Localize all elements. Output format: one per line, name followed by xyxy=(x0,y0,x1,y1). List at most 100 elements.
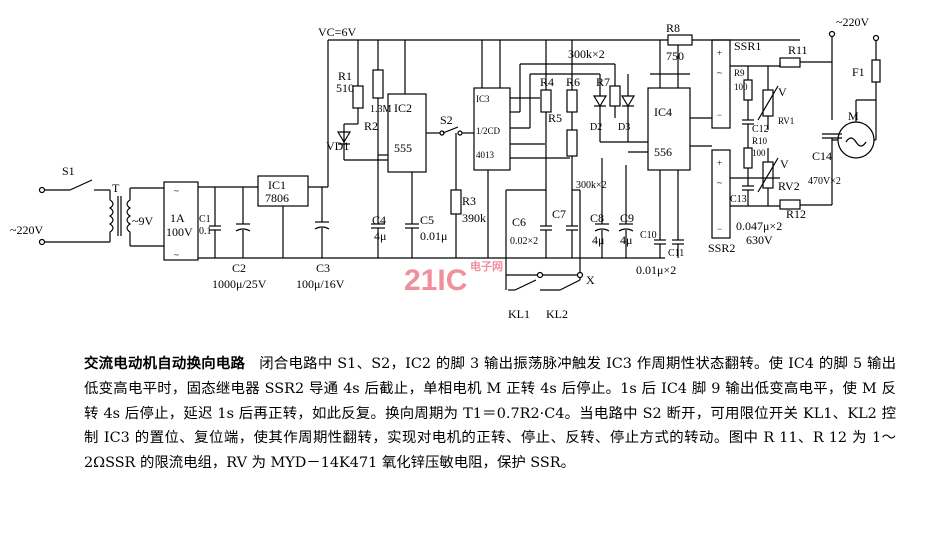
label-c7: C7 xyxy=(552,207,566,221)
label-r3-val: 390k xyxy=(462,211,486,225)
label-c5-val: 0.01μ xyxy=(420,229,447,243)
label-ic4-val: 556 xyxy=(654,145,672,159)
label-c12-13-v: 630V xyxy=(746,233,773,247)
label-rv2: RV2 xyxy=(778,179,800,193)
label-r8-val: 750 xyxy=(666,49,684,63)
c2-capacitor xyxy=(235,187,251,258)
d2-diode xyxy=(592,95,608,108)
label-kl2: KL2 xyxy=(546,307,568,321)
label-c2-val: 1000μ/25V xyxy=(212,277,267,291)
label-v1: V xyxy=(778,85,787,99)
label-supply: ~220V xyxy=(10,223,43,237)
label-c12-13: 0.047μ×2 xyxy=(736,219,782,233)
c5-capacitor xyxy=(405,172,419,258)
label-ic1: IC1 xyxy=(268,178,286,192)
label-ic2-val: 555 xyxy=(394,141,412,155)
label-r10: R10 xyxy=(752,136,768,146)
label-c13: C13 xyxy=(730,194,747,205)
r3-resistor xyxy=(450,189,462,215)
label-r9: R9 xyxy=(734,68,745,78)
label-c10: C10 xyxy=(640,230,657,241)
label-c14: C14 xyxy=(812,149,832,163)
label-ic4: IC4 xyxy=(654,105,672,119)
watermark-sub: 电子网 xyxy=(470,259,503,273)
label-f1: F1 xyxy=(852,65,865,79)
label-c3: C3 xyxy=(316,261,330,275)
svg-text:~: ~ xyxy=(174,186,179,196)
label-r2-val: 1.3M xyxy=(370,104,392,115)
switch-s2 xyxy=(442,126,459,134)
transformer-secondary xyxy=(126,199,132,233)
label-motor: M xyxy=(848,109,859,123)
r8-resistor xyxy=(667,34,693,46)
label-secondary: ~9V xyxy=(132,214,153,228)
label-ic3-type1: 1/2CD xyxy=(476,126,501,136)
label-r-pair-mid: 300k×2 xyxy=(576,180,607,191)
label-d3: D3 xyxy=(618,122,630,133)
ic3-4013 xyxy=(473,87,511,171)
label-ic1-val: 7806 xyxy=(265,191,289,205)
label-c1: C1 xyxy=(199,214,211,225)
label-r1: R1 xyxy=(338,69,352,83)
label-c9: C9 xyxy=(620,211,634,225)
vd1-led xyxy=(336,123,358,160)
label-ic3-type2: 4013 xyxy=(476,150,495,160)
label-r8: R8 xyxy=(666,21,680,35)
power-input-section xyxy=(38,179,164,247)
r2-resistor xyxy=(372,40,384,170)
caption-title: 交流电动机自动换向电路 xyxy=(84,355,246,372)
r10-resistor xyxy=(743,147,753,169)
r5-resistor xyxy=(566,129,578,157)
label-s2: S2 xyxy=(440,113,453,127)
label-r2: R2 xyxy=(364,119,378,133)
label-r9-val: 100 xyxy=(734,82,748,92)
label-c10-11: 0.01μ×2 xyxy=(636,263,676,277)
caption-paragraph: 交流电动机自动换向电路闭合电路中 S1、S2，IC2 的脚 3 输出振荡脉冲触发… xyxy=(84,352,896,476)
label-kl1: KL1 xyxy=(508,307,530,321)
label-r10-val: 100 xyxy=(752,148,766,158)
r11-resistor xyxy=(779,57,801,68)
label-r6: R6 xyxy=(566,75,580,89)
switch-s1 xyxy=(69,179,93,191)
label-r4: R4 xyxy=(540,75,554,89)
svg-text:−: − xyxy=(717,110,722,120)
label-c5: C5 xyxy=(420,213,434,227)
label-ssr2: SSR2 xyxy=(708,241,735,255)
label-r1-val: 510 xyxy=(336,81,354,95)
label-bridge-1: 1A xyxy=(170,211,185,225)
fuse-f1 xyxy=(871,59,881,83)
label-v2: V xyxy=(780,157,789,171)
c1-capacitor xyxy=(209,187,221,258)
watermark: 21IC 电子网 xyxy=(404,259,503,297)
label-vd1: VD1 xyxy=(326,139,349,153)
label-c6-val: 0.02×2 xyxy=(510,236,538,247)
ic4-556 xyxy=(647,87,691,171)
label-c4: C4 xyxy=(372,213,386,227)
c6-c7-capacitors xyxy=(505,189,581,275)
label-r12: R12 xyxy=(786,207,806,221)
limit-switches xyxy=(505,271,584,291)
circuit-schematic: ~ ~ xyxy=(10,15,881,321)
label-r-pair-top: 300k×2 xyxy=(568,47,605,61)
ssr2-relay xyxy=(711,149,731,239)
label-c14-val: 470V×2 xyxy=(808,176,841,187)
label-r7: R7 xyxy=(596,75,610,89)
d3-diode xyxy=(620,95,636,108)
r1-resistor xyxy=(352,40,364,124)
label-d2: D2 xyxy=(590,122,602,133)
label-r3: R3 xyxy=(462,194,476,208)
label-c1-val: 0.1 xyxy=(199,226,212,237)
svg-text:+: + xyxy=(717,48,722,58)
r4-resistor xyxy=(540,89,552,113)
c3-capacitor xyxy=(314,187,330,258)
label-transformer: T xyxy=(112,181,120,195)
label-c9-val: 4μ xyxy=(620,233,632,247)
r7-resistor xyxy=(609,85,621,107)
label-rv1: RV1 xyxy=(778,116,794,126)
label-x: X xyxy=(586,273,595,287)
label-r11: R11 xyxy=(788,43,808,57)
label-c4-val: 4μ xyxy=(374,229,386,243)
r6-resistor xyxy=(566,89,578,113)
label-s1: S1 xyxy=(62,164,75,178)
label-r5: R5 xyxy=(548,111,562,125)
